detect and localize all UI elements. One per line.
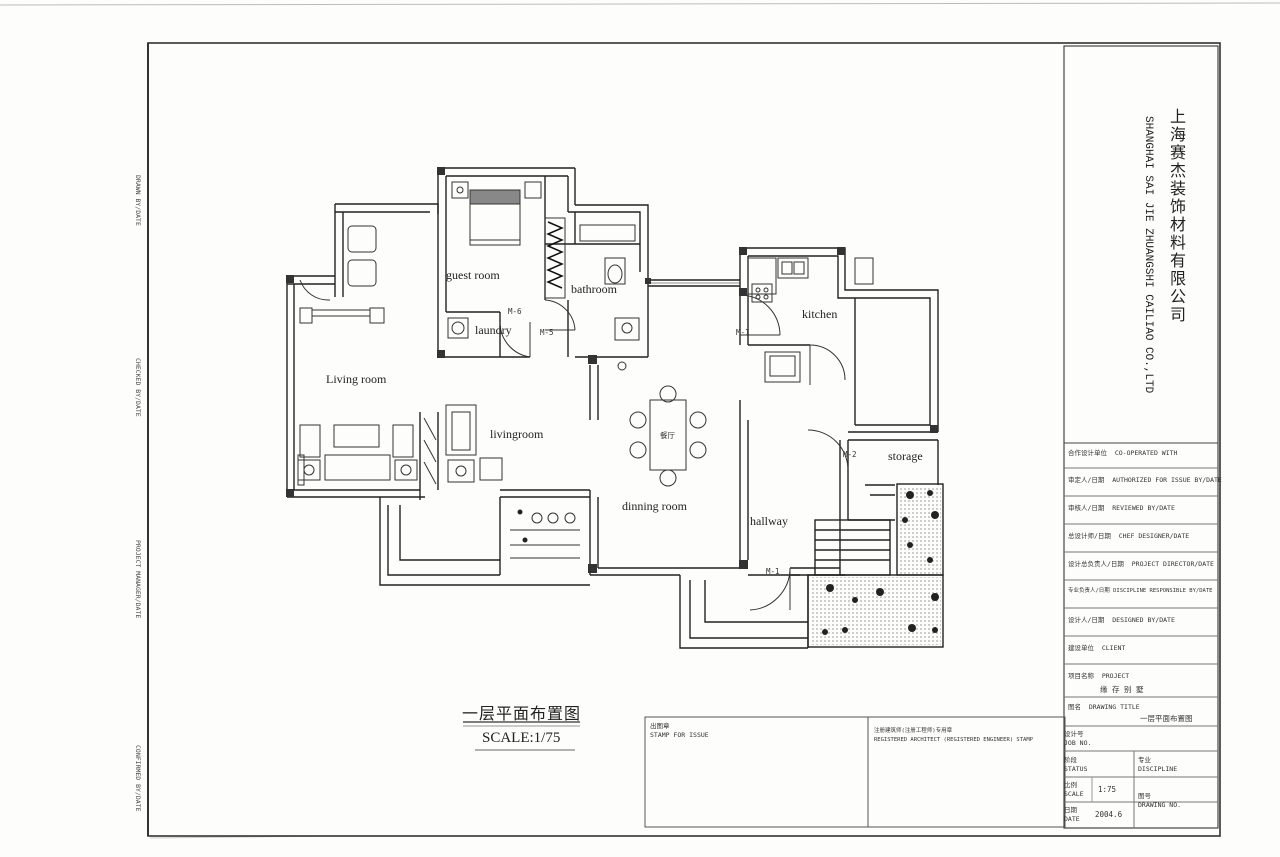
- room-label-kitchen: kitchen: [802, 307, 838, 321]
- drawing-scale: SCALE:1/75: [482, 730, 561, 746]
- door-tag-m6: M-6: [508, 307, 522, 316]
- tb-row-chef-designer: 总设计师/日期 CHEF DESIGNER/DATE: [1068, 532, 1190, 540]
- tb-drawing-title-label: 图名 DRAWING TITLE: [1068, 703, 1140, 711]
- tb-project-value: 缘 存 别 墅: [1100, 685, 1144, 694]
- tb-row-cooperated: 合作设计单位 CO-OPERATED WITH: [1068, 449, 1178, 457]
- room-label-livingroom: livingroom: [490, 427, 544, 441]
- room-label-hallway: hallway: [750, 514, 788, 528]
- company-name-cn: 上海赛杰装饰材料有限公司: [1167, 108, 1186, 324]
- room-label-laundry: laundry: [475, 323, 512, 337]
- side-label-checked: CHECKED BY/DATE: [134, 358, 142, 417]
- tb-project-label: 项目名称 PROJECT: [1068, 672, 1130, 680]
- room-label-living-room: Living room: [326, 372, 387, 386]
- side-label-manager: PROJECT MANAGER/DATE: [134, 540, 142, 619]
- room-label-guest-room: guest room: [446, 268, 500, 282]
- room-label-dinning-room: dinning room: [622, 499, 687, 513]
- tb-row-project-director: 设计总负责人/日期 PROJECT DIRECTOR/DATE: [1068, 560, 1214, 568]
- company-name-en: SHANGHAI SAI JIE ZHUANGSHI CAILIAO CO.,L…: [1142, 116, 1154, 394]
- room-label-storage: storage: [888, 449, 923, 463]
- tb-row-reviewed: 审核人/日期 REVIEWED BY/DATE: [1068, 504, 1175, 512]
- drawing-title: 一层平面布置图: [462, 704, 582, 723]
- door-tag-m2: M-2: [843, 450, 857, 459]
- tb-row-designed: 设计人/日期 DESIGNED BY/DATE: [1068, 616, 1175, 624]
- side-label-confirmed: CONFIRMED BY/DATE: [134, 745, 142, 812]
- door-tag-m1-kitchen: M-1: [736, 328, 750, 337]
- tb-row-discipline-responsible: 专业负责人/日期 DISCIPLINE RESPONSIBLE BY/DATE: [1068, 588, 1213, 594]
- tb-date-value: 2004.6: [1095, 810, 1123, 819]
- dining-table-label: 餐厅: [660, 431, 675, 440]
- tb-drawing-title-value: 一层平面布置图: [1140, 714, 1193, 723]
- door-tag-m5: M-5: [540, 328, 554, 337]
- tb-row-client: 建设单位 CLIENT: [1068, 644, 1126, 652]
- door-tag-m1-hallway: M-1: [766, 567, 780, 576]
- side-label-drawn: DRAWN BY/DATE: [134, 175, 142, 226]
- tb-scale-value: 1:75: [1098, 785, 1117, 794]
- tb-row-authorized: 审定人/日期 AUTHORIZED FOR ISSUE BY/DATE: [1068, 476, 1222, 484]
- room-label-bathroom: bathroom: [571, 282, 617, 296]
